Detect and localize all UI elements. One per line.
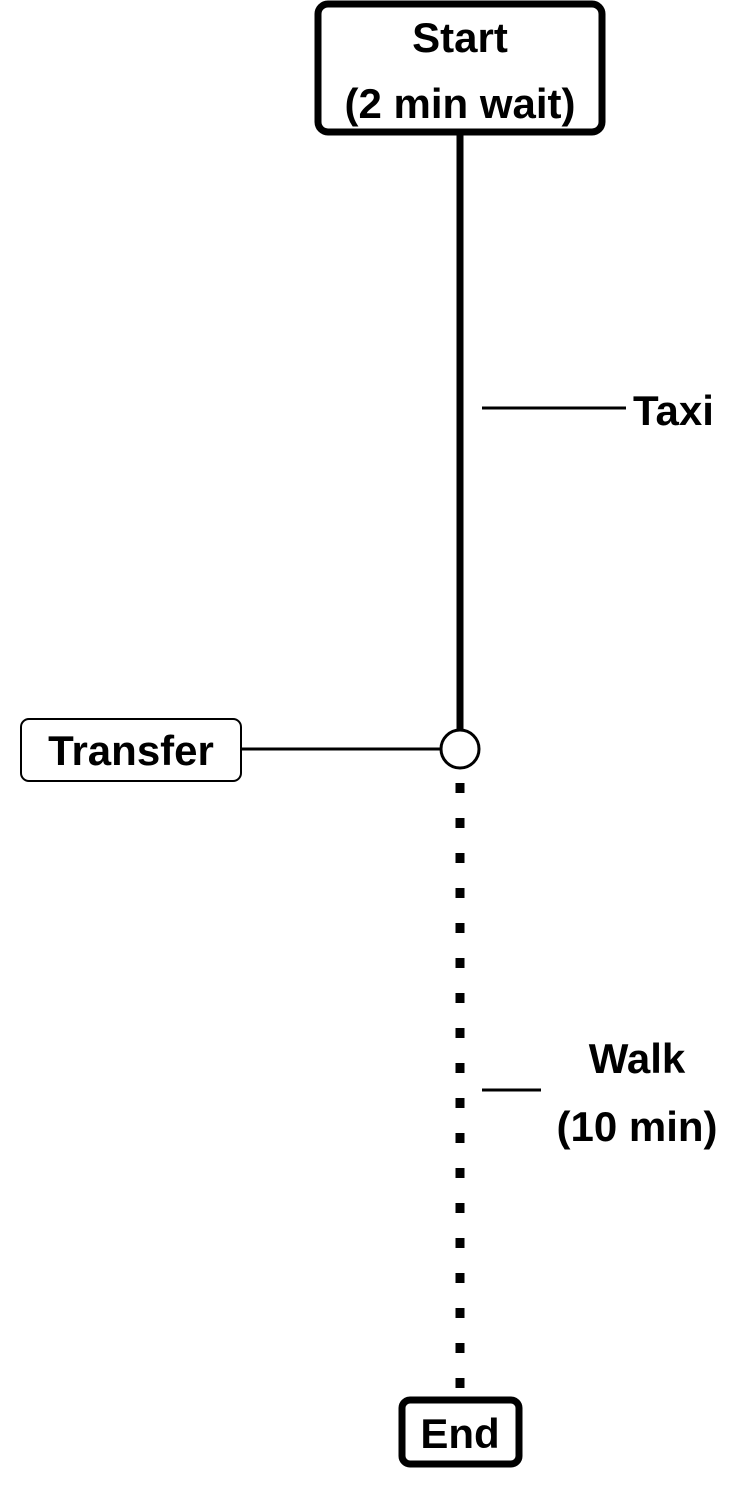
start-node: Start (2 min wait) xyxy=(314,0,606,136)
taxi-label: Taxi xyxy=(633,387,714,434)
transfer-point xyxy=(439,728,481,770)
walk-label: Walk xyxy=(589,1035,686,1082)
end-node-label: End xyxy=(420,1410,499,1457)
walk-duration-label: (10 min) xyxy=(556,1103,717,1150)
end-node: End xyxy=(398,1396,523,1468)
transfer-node-box xyxy=(20,718,242,782)
end-node-box xyxy=(398,1396,523,1468)
transfer-node: Transfer xyxy=(20,718,242,782)
transfer-node-label: Transfer xyxy=(48,727,214,774)
start-node-wait: (2 min wait) xyxy=(344,80,575,127)
start-node-box xyxy=(314,0,606,136)
start-node-title: Start xyxy=(412,14,508,61)
